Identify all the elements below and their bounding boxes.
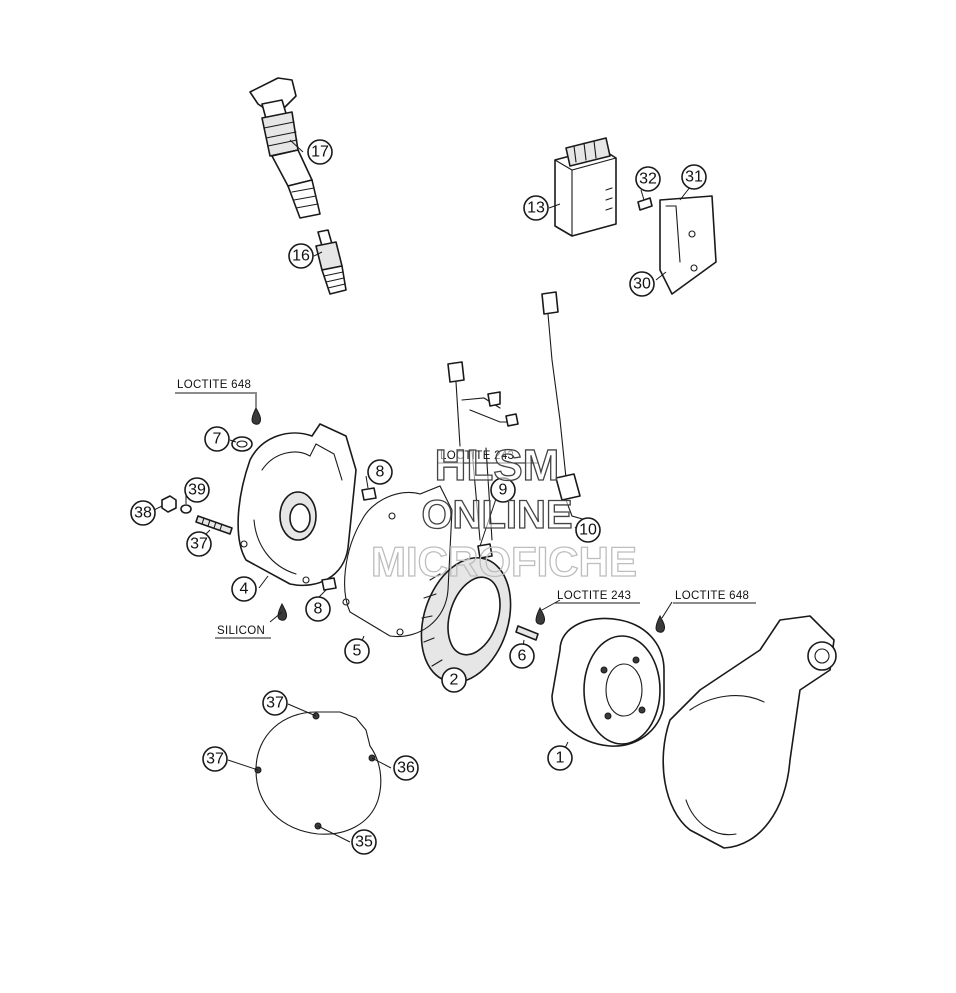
- callout-8-lower: 8: [305, 596, 331, 622]
- note-loctite-648-right: LOCTITE 648: [673, 590, 756, 604]
- svg-text:9: 9: [499, 482, 508, 499]
- svg-text:13: 13: [527, 200, 545, 217]
- svg-text:HLSM: HLSM: [435, 441, 560, 490]
- callout-39: 39: [184, 477, 210, 503]
- svg-text:1: 1: [556, 750, 565, 767]
- rotor: [551, 617, 665, 747]
- stator: [420, 543, 512, 685]
- svg-text:LOCTITE 648: LOCTITE 648: [177, 379, 251, 391]
- note-silicon: SILICON: [215, 625, 271, 639]
- callout-31: 31: [681, 164, 707, 190]
- note-loctite-243-center: LOCTITE 243: [438, 450, 538, 464]
- long-bolt: [195, 515, 233, 535]
- callout-2: 2: [441, 667, 467, 693]
- cdi-bracket: [659, 195, 717, 295]
- svg-text:LOCTITE 243: LOCTITE 243: [440, 450, 514, 462]
- svg-text:5: 5: [353, 643, 362, 660]
- note-loctite-648-left: LOCTITE 648: [175, 379, 257, 394]
- ignition-cover-gasket: [254, 711, 382, 835]
- svg-text:36: 36: [397, 760, 415, 777]
- watermark: HLSM ONLINE MICROFICHE: [370, 440, 637, 585]
- callout-36: 36: [393, 755, 419, 781]
- svg-text:17: 17: [311, 144, 329, 161]
- ignition-cover: [662, 615, 837, 849]
- callout-37-bolt: 37: [186, 531, 212, 557]
- svg-text:37: 37: [206, 751, 224, 768]
- adhesive-drop-left: [251, 406, 261, 425]
- callout-17: 17: [307, 139, 333, 165]
- callout-8-upper: 8: [367, 459, 393, 485]
- svg-text:31: 31: [685, 169, 703, 186]
- callout-30: 30: [629, 271, 655, 297]
- adhesive-drop-648: [655, 614, 665, 633]
- note-loctite-243-right: LOCTITE 243: [555, 590, 640, 604]
- svg-text:37: 37: [190, 536, 208, 553]
- pickup-cable: [541, 291, 587, 521]
- callout-1: 1: [547, 745, 573, 771]
- svg-text:8: 8: [376, 464, 385, 481]
- svg-text:35: 35: [355, 834, 373, 851]
- ignition-coil: [249, 77, 321, 219]
- callout-4: 4: [231, 576, 257, 602]
- cover-gasket: [342, 485, 453, 638]
- svg-text:39: 39: [188, 482, 206, 499]
- svg-text:LOCTITE 648: LOCTITE 648: [675, 590, 749, 602]
- callout-16: 16: [288, 243, 314, 269]
- callout-37-top: 37: [262, 690, 288, 716]
- rotor-screw: [515, 625, 539, 641]
- svg-text:30: 30: [633, 276, 651, 293]
- nut: [161, 495, 177, 513]
- svg-text:37: 37: [266, 695, 284, 712]
- svg-text:MICROFICHE: MICROFICHE: [371, 538, 637, 585]
- svg-text:SILICON: SILICON: [217, 625, 265, 637]
- svg-text:16: 16: [292, 248, 310, 265]
- spark-plug: [315, 229, 347, 295]
- dowel-upper: [361, 487, 377, 501]
- svg-text:38: 38: [134, 505, 152, 522]
- generator-cover: [237, 423, 357, 587]
- svg-text:32: 32: [639, 171, 657, 188]
- dowel-lower: [321, 577, 337, 591]
- svg-text:10: 10: [579, 522, 597, 539]
- bearing: [231, 436, 253, 452]
- callout-6: 6: [509, 643, 535, 669]
- adhesive-drop-243: [535, 606, 545, 625]
- bracket-screw: [637, 197, 653, 211]
- svg-text:ONLINE: ONLINE: [421, 493, 572, 537]
- callout-13: 13: [523, 195, 549, 221]
- adhesive-drop-silicon: [277, 602, 287, 621]
- svg-text:2: 2: [450, 672, 459, 689]
- cdi-unit: [554, 137, 617, 237]
- callout-32: 32: [635, 166, 661, 192]
- callout-37-left: 37: [202, 746, 228, 772]
- svg-text:4: 4: [240, 581, 249, 598]
- washer: [180, 504, 192, 514]
- callout-38: 38: [130, 500, 156, 526]
- callout-5: 5: [344, 638, 370, 664]
- svg-text:7: 7: [213, 431, 222, 448]
- callout-7: 7: [204, 426, 230, 452]
- callout-35: 35: [351, 829, 377, 855]
- callout-10: 10: [575, 517, 601, 543]
- svg-text:LOCTITE 243: LOCTITE 243: [557, 590, 631, 602]
- svg-text:6: 6: [518, 648, 527, 665]
- svg-text:8: 8: [314, 601, 323, 618]
- callout-9: 9: [490, 477, 516, 503]
